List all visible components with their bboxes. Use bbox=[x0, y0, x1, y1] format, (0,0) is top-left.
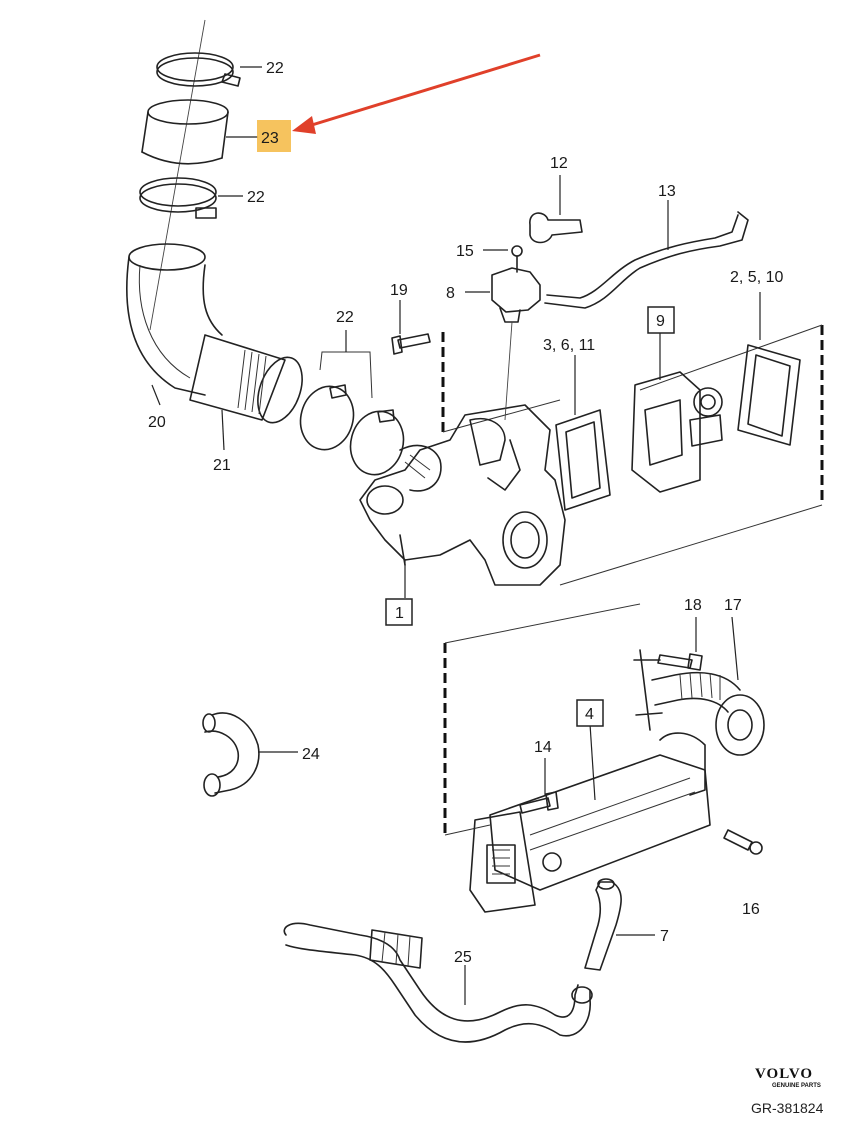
callout-17[interactable]: 17 bbox=[724, 597, 742, 614]
callout-1[interactable]: 1 bbox=[395, 605, 404, 622]
solenoid-8[interactable] bbox=[491, 267, 541, 323]
callout-22-pair[interactable]: 22 bbox=[336, 309, 354, 326]
gasket-2-5-10[interactable] bbox=[737, 344, 801, 446]
callout-20[interactable]: 20 bbox=[148, 414, 166, 431]
reference-code: GR-381824 bbox=[751, 1100, 824, 1116]
frame-upper-top bbox=[442, 324, 823, 433]
callout-3-6-11[interactable]: 3, 6, 11 bbox=[543, 337, 595, 354]
callout-9[interactable]: 9 bbox=[656, 313, 665, 330]
clamp-22-top[interactable] bbox=[156, 52, 241, 87]
callout-22-middle[interactable]: 22 bbox=[247, 189, 265, 206]
frame-lower-top bbox=[444, 603, 641, 644]
assembly-axis bbox=[149, 19, 206, 331]
elbow-hose-20[interactable] bbox=[126, 243, 223, 396]
box-4 bbox=[576, 699, 604, 727]
flex-pipe-17[interactable] bbox=[633, 649, 765, 756]
leader-4 bbox=[589, 723, 596, 801]
callout-13[interactable]: 13 bbox=[658, 183, 676, 200]
highlight-arrow bbox=[292, 53, 541, 134]
highlight-box bbox=[257, 120, 291, 152]
leader-21 bbox=[221, 409, 225, 451]
callout-25[interactable]: 25 bbox=[454, 949, 472, 966]
callout-21[interactable]: 21 bbox=[213, 457, 231, 474]
bolt-18[interactable] bbox=[657, 653, 703, 671]
callout-8[interactable]: 8 bbox=[446, 285, 455, 302]
valve-9[interactable] bbox=[631, 371, 723, 493]
pipe-21[interactable] bbox=[189, 334, 310, 429]
callout-22-top[interactable]: 22 bbox=[266, 60, 284, 77]
callout-14[interactable]: 14 bbox=[534, 739, 552, 756]
callout-4[interactable]: 4 bbox=[585, 706, 594, 723]
clamp-22-middle[interactable] bbox=[139, 177, 217, 219]
frame-upper-bottom bbox=[559, 504, 823, 586]
callout-12[interactable]: 12 bbox=[550, 155, 568, 172]
callout-2-5-10[interactable]: 2, 5, 10 bbox=[730, 269, 783, 286]
screw-16[interactable] bbox=[723, 829, 763, 855]
bolt-14[interactable] bbox=[519, 791, 559, 814]
callout-18[interactable]: 18 bbox=[684, 597, 702, 614]
sleeve-23[interactable] bbox=[141, 99, 229, 165]
bolt-19[interactable] bbox=[391, 333, 431, 355]
frame-lower-bottom bbox=[444, 824, 491, 836]
hose-25[interactable] bbox=[283, 922, 593, 1043]
box-9 bbox=[647, 306, 675, 334]
pipe-13[interactable] bbox=[544, 211, 749, 309]
solenoid-axis bbox=[504, 321, 513, 421]
gasket-3-6-11[interactable] bbox=[555, 409, 611, 511]
clamp-22-pair[interactable] bbox=[294, 380, 411, 480]
callout-15[interactable]: 15 bbox=[456, 243, 474, 260]
egr-cooler-4[interactable] bbox=[469, 732, 711, 913]
callout-19[interactable]: 19 bbox=[390, 282, 408, 299]
callout-7[interactable]: 7 bbox=[660, 928, 669, 945]
callout-16[interactable]: 16 bbox=[742, 901, 760, 918]
callout-24[interactable]: 24 bbox=[302, 746, 320, 763]
hose-24[interactable] bbox=[202, 712, 260, 797]
svg-text:VOLVO: VOLVO bbox=[755, 1066, 813, 1082]
box-1 bbox=[385, 598, 413, 626]
callout-23[interactable]: 23 bbox=[261, 130, 279, 147]
svg-text:GENUINE PARTS: GENUINE PARTS bbox=[772, 1083, 821, 1089]
hose-7[interactable] bbox=[584, 878, 622, 971]
hose-12[interactable] bbox=[529, 212, 583, 244]
volvo-logo: VOLVO GENUINE PARTS bbox=[755, 1066, 821, 1089]
egr-valve-1[interactable] bbox=[359, 404, 566, 586]
leader-20 bbox=[151, 384, 161, 406]
leader-17 bbox=[731, 616, 739, 681]
